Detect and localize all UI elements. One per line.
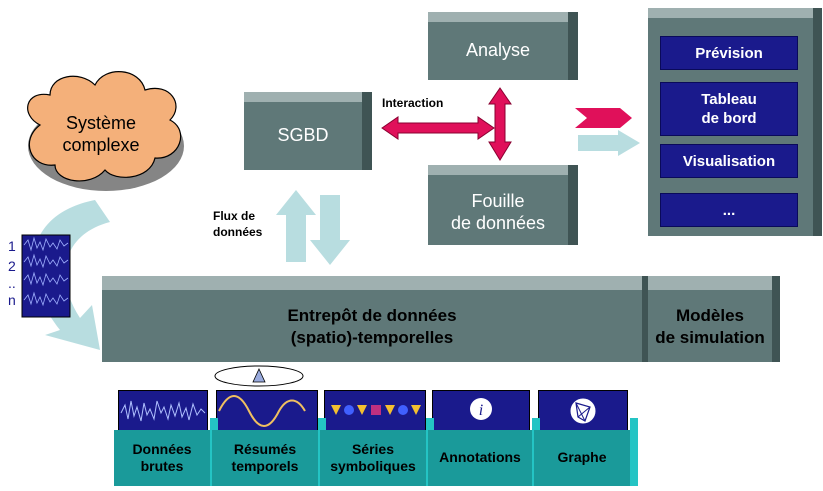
series-thumbnail [21,234,71,318]
entrepot-label: Entrepôt de données (spatio)-temporelles [102,305,642,349]
flux-label-line1: Flux de [213,209,256,223]
output-arrow-light [578,130,640,156]
entrepot-box [102,290,642,362]
fouille-label-line1: Fouille [471,191,525,211]
series-index-n: n [8,292,16,308]
annotations-thumbnail: i [432,390,530,432]
category-1-line1: Données [132,441,192,457]
sgbd-label: SGBD [277,125,329,145]
category-annotations [428,430,532,486]
output-item-visualisation: Visualisation [660,144,798,178]
category-series [320,430,426,486]
modeles-label-line2: de simulation [655,328,765,347]
raw-data-thumbnail [118,390,208,432]
svg-text:i: i [479,402,483,419]
category-3-line2: symboliques [330,458,416,474]
category-label-4: Annotations [428,449,532,466]
category-label-3: Séries symboliques [320,441,426,475]
entrepot-label-line2: (spatio)-temporelles [290,328,454,347]
category-4-line1: Annotations [439,449,521,465]
flux-arrow-up [276,190,316,262]
series-index-2: 2 [8,258,16,274]
systeme-label-line2: complexe [62,135,140,155]
modeles-label: Modèles de simulation [648,305,772,349]
category-3-line1: Séries [351,441,395,457]
analyse-label: Analyse [465,40,531,60]
summary-thumbnail [216,390,318,432]
output-item-tableau: Tableau de bord [660,82,798,136]
flux-arrow-down [310,195,350,265]
fouille-label: Fouille de données [428,190,568,234]
sgbd-box-top [244,92,362,102]
category-label-2: Résumés temporels [212,441,318,475]
interaction-arrow-vertical [488,87,512,161]
outputs-panel-top [648,8,813,18]
series-index: 1 2 .. n [8,236,16,310]
category-graphe [534,430,630,486]
graph-thumbnail [538,390,628,432]
category-resumes [212,430,318,486]
output-item-prevision: Prévision [660,36,798,70]
flux-label-line2: données [213,225,263,239]
category-2-line1: Résumés [233,441,297,457]
tableau-line1: Tableau [701,91,757,108]
series-index-1: 1 [8,238,16,254]
output-arrow-red [575,108,632,128]
sgbd-box-side [362,92,372,170]
category-1-line2: brutes [140,458,184,474]
fouille-box [428,175,568,245]
category-5-line1: Graphe [557,449,607,465]
entrepot-label-line1: Entrepôt de données [287,306,457,325]
modeles-label-line1: Modèles [675,306,745,325]
entrepot-box-side [642,276,650,362]
fouille-label-line2: de données [450,213,546,233]
modeles-box [648,290,772,362]
modeles-box-side [772,276,780,362]
category-label-5: Graphe [534,449,630,466]
series-index-dots: .. [8,275,16,291]
flux-label: Flux de données [213,208,262,240]
analyse-box-side [568,12,578,80]
output-item-ellipsis: ... [660,193,798,227]
entrepot-box-top [102,276,642,290]
category-label-1: Données brutes [114,441,210,475]
cloud-icon [27,71,182,182]
systeme-label: Système complexe [45,112,157,156]
sgbd-box [244,102,362,170]
systeme-label-line1: Système [65,113,137,133]
category-2-line2: temporels [231,458,299,474]
triangle-icon [252,368,266,383]
analyse-box [428,22,568,80]
interaction-label: Interaction [382,96,444,110]
category-donnees-brutes [114,430,210,486]
fouille-box-side [568,165,578,245]
outputs-panel-side [813,8,822,236]
modeles-box-top [648,276,772,290]
interaction-arrow-horizontal [381,116,495,140]
tableau-line2: de bord [701,110,757,127]
analyse-box-top [428,12,568,22]
symbolic-thumbnail [324,390,426,432]
category-side-5 [630,418,638,486]
fouille-box-top [428,165,568,175]
